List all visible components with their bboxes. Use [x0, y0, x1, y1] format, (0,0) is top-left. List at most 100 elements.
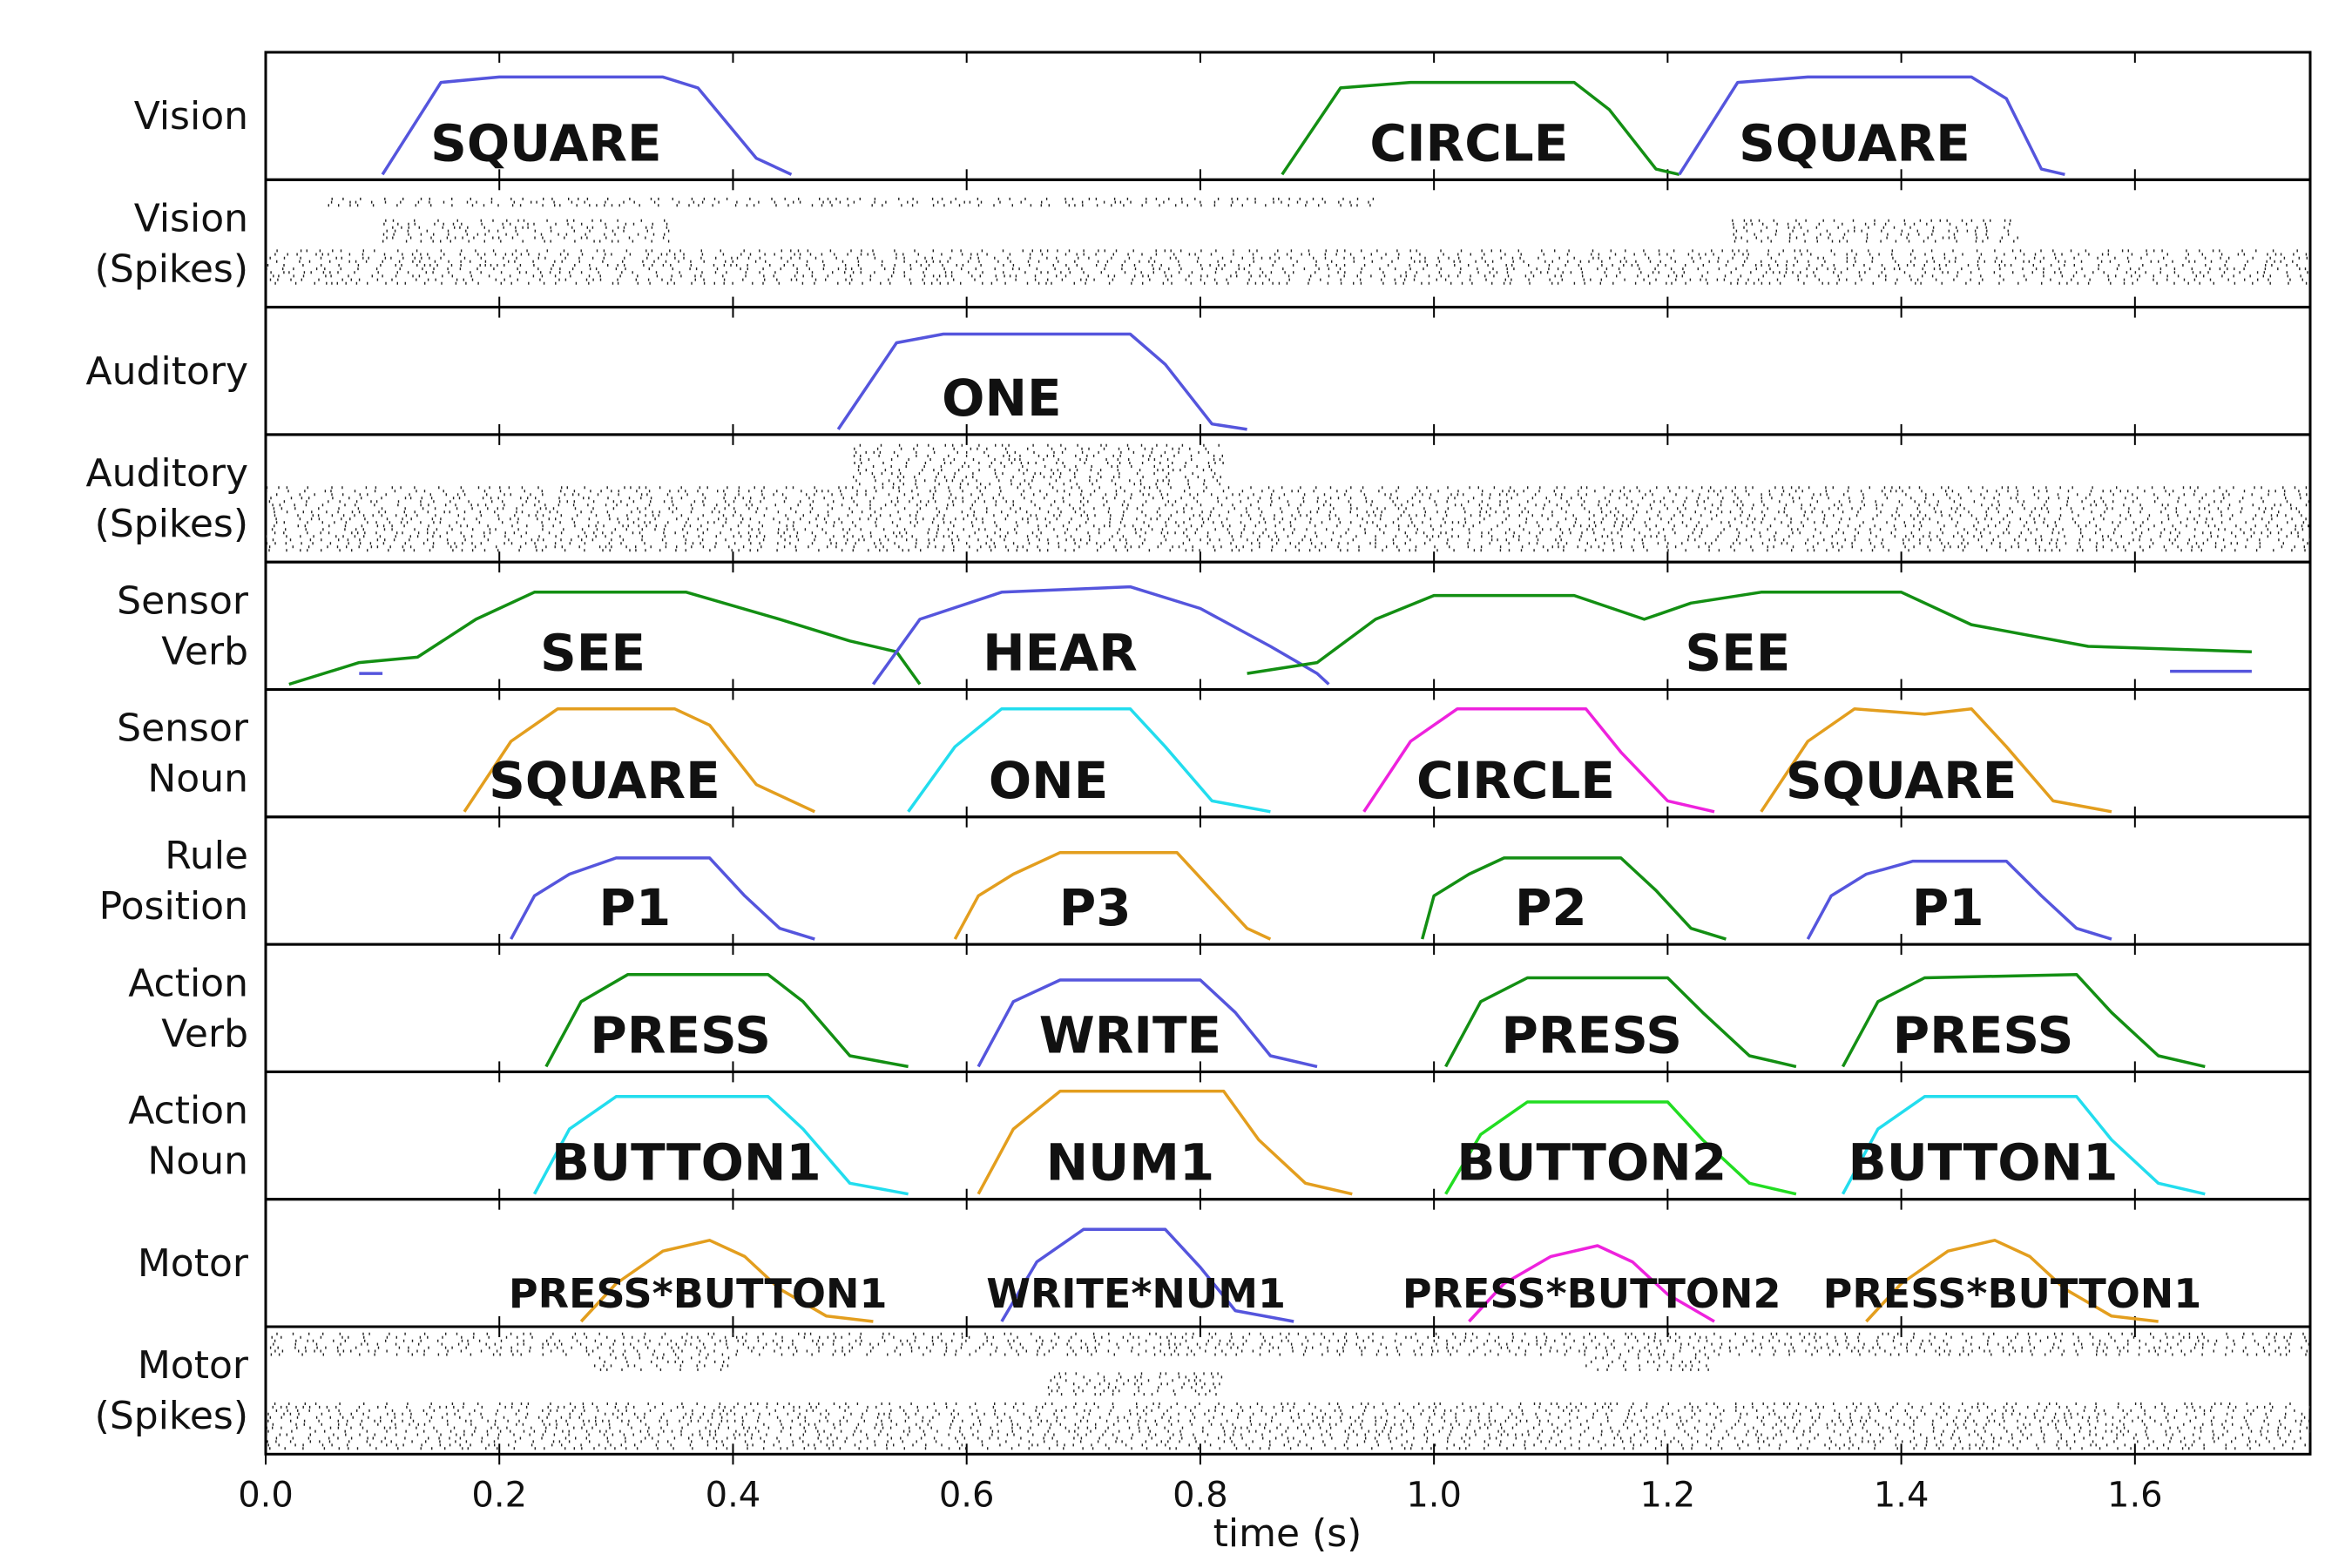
series-line — [953, 850, 1272, 941]
series-line — [544, 972, 909, 1069]
pointer-label: PRESS*BUTTON1 — [509, 1270, 888, 1317]
pointer-label: P1 — [1912, 878, 1984, 937]
pointer-label: WRITE — [1039, 1005, 1221, 1064]
pointer-label: PRESS — [1893, 1005, 2074, 1064]
spike-band — [1732, 219, 2018, 243]
pointer-label: CIRCLE — [1369, 113, 1568, 172]
x-tick-label: 0.8 — [1173, 1475, 1228, 1515]
x-tick-label: 1.2 — [1640, 1475, 1696, 1515]
pointer-label: SQUARE — [1786, 751, 2017, 810]
x-tick-label: 0.6 — [939, 1475, 995, 1515]
panel-label: (Spikes) — [95, 502, 248, 546]
pointer-label: SEE — [540, 624, 645, 683]
panel-label: Position — [99, 884, 248, 929]
x-tick-label: 0.0 — [238, 1475, 294, 1515]
panel-label: Action — [128, 961, 248, 1005]
pointer-label: PRESS*BUTTON1 — [1823, 1270, 2202, 1317]
pointer-label: ONE — [989, 751, 1108, 810]
series-line — [1678, 75, 2065, 177]
panel-label: Auditory — [86, 451, 248, 496]
panel-label: Motor — [138, 1241, 249, 1286]
pointer-label: HEAR — [983, 624, 1138, 683]
panel-label: Action — [128, 1089, 248, 1133]
panel-label: Sensor — [117, 578, 249, 623]
spike-band — [1047, 1372, 1223, 1396]
x-tick-label: 1.4 — [1874, 1475, 1930, 1515]
pointer-label: P3 — [1059, 878, 1132, 937]
pointer-label: PRESS — [590, 1005, 771, 1064]
spike-band — [1585, 1356, 1709, 1371]
panel-10: Motor(Spikes) — [95, 1325, 2312, 1456]
panel-label: Auditory — [86, 349, 248, 394]
spike-band — [382, 219, 670, 243]
panel-frame — [264, 1325, 2312, 1456]
x-axis-label: time (s) — [1213, 1511, 1362, 1556]
pointer-label: P1 — [598, 878, 671, 937]
series-line — [1841, 1095, 2206, 1196]
spike-raster — [266, 443, 2311, 552]
panel-frame — [264, 178, 2312, 309]
panel-label: Noun — [147, 1139, 248, 1184]
series-line — [1281, 80, 1680, 177]
pointer-label: ONE — [942, 368, 1061, 428]
series-line — [579, 1239, 874, 1323]
series-line — [1468, 1244, 1715, 1323]
panel-2: Auditory ONE — [86, 306, 2312, 436]
series-line — [1444, 976, 1797, 1069]
series-line — [1865, 1239, 2159, 1323]
pointer-label: SQUARE — [1739, 113, 1970, 172]
panel-frame — [264, 306, 2312, 436]
x-tick-label: 1.0 — [1406, 1475, 1462, 1515]
spike-band — [269, 1332, 2310, 1356]
series-line — [907, 706, 1271, 814]
panel-label: Vision — [134, 94, 248, 139]
pointer-label: P2 — [1515, 878, 1587, 937]
series-line — [532, 1095, 909, 1196]
panel-label: (Spikes) — [95, 1394, 248, 1438]
panel-label: Verb — [161, 1011, 248, 1056]
pointer-label: BUTTON1 — [551, 1133, 821, 1193]
spike-band — [328, 197, 1375, 207]
spike-band — [266, 486, 2311, 552]
x-tick-label: 0.2 — [471, 1475, 527, 1515]
pointer-label: CIRCLE — [1416, 751, 1615, 810]
series-line — [1362, 706, 1715, 814]
pointer-label: SQUARE — [489, 751, 720, 810]
series-line — [1000, 1227, 1294, 1323]
series-line — [1841, 972, 2206, 1069]
x-tick-label: 0.4 — [706, 1475, 761, 1515]
spike-band — [853, 443, 1224, 486]
series-line — [977, 1089, 1353, 1196]
spike-band — [266, 249, 2308, 285]
panel-frame — [264, 815, 2312, 946]
panel-label: Verb — [161, 629, 248, 673]
panel-label: Sensor — [117, 706, 249, 751]
series-line — [1806, 859, 2112, 941]
panel-label: Rule — [165, 834, 248, 878]
pointer-label: PRESS*BUTTON2 — [1402, 1270, 1781, 1317]
panel-1: Vision(Spikes) — [95, 178, 2312, 309]
series-line — [871, 585, 1330, 686]
series-line — [1760, 706, 2112, 814]
spike-raster — [266, 197, 2308, 285]
panel-frame — [264, 433, 2312, 564]
pointer-label: BUTTON2 — [1456, 1133, 1727, 1193]
series-line — [1444, 1100, 1797, 1196]
spike-band — [266, 1402, 2311, 1450]
pointer-label: SEE — [1685, 624, 1790, 683]
pointer-label: WRITE*NUM1 — [986, 1270, 1286, 1317]
pointer-label: NUM1 — [1046, 1133, 1215, 1193]
panel-0: Vision SQUARE CIRCLE SQUARE — [134, 51, 2312, 181]
panel-label: Vision — [134, 196, 248, 240]
pointer-label: BUTTON1 — [1848, 1133, 2118, 1193]
series-line — [381, 75, 793, 176]
pointer-label: SQUARE — [430, 113, 662, 172]
series-line — [510, 856, 815, 941]
panel-label: Noun — [147, 757, 248, 801]
